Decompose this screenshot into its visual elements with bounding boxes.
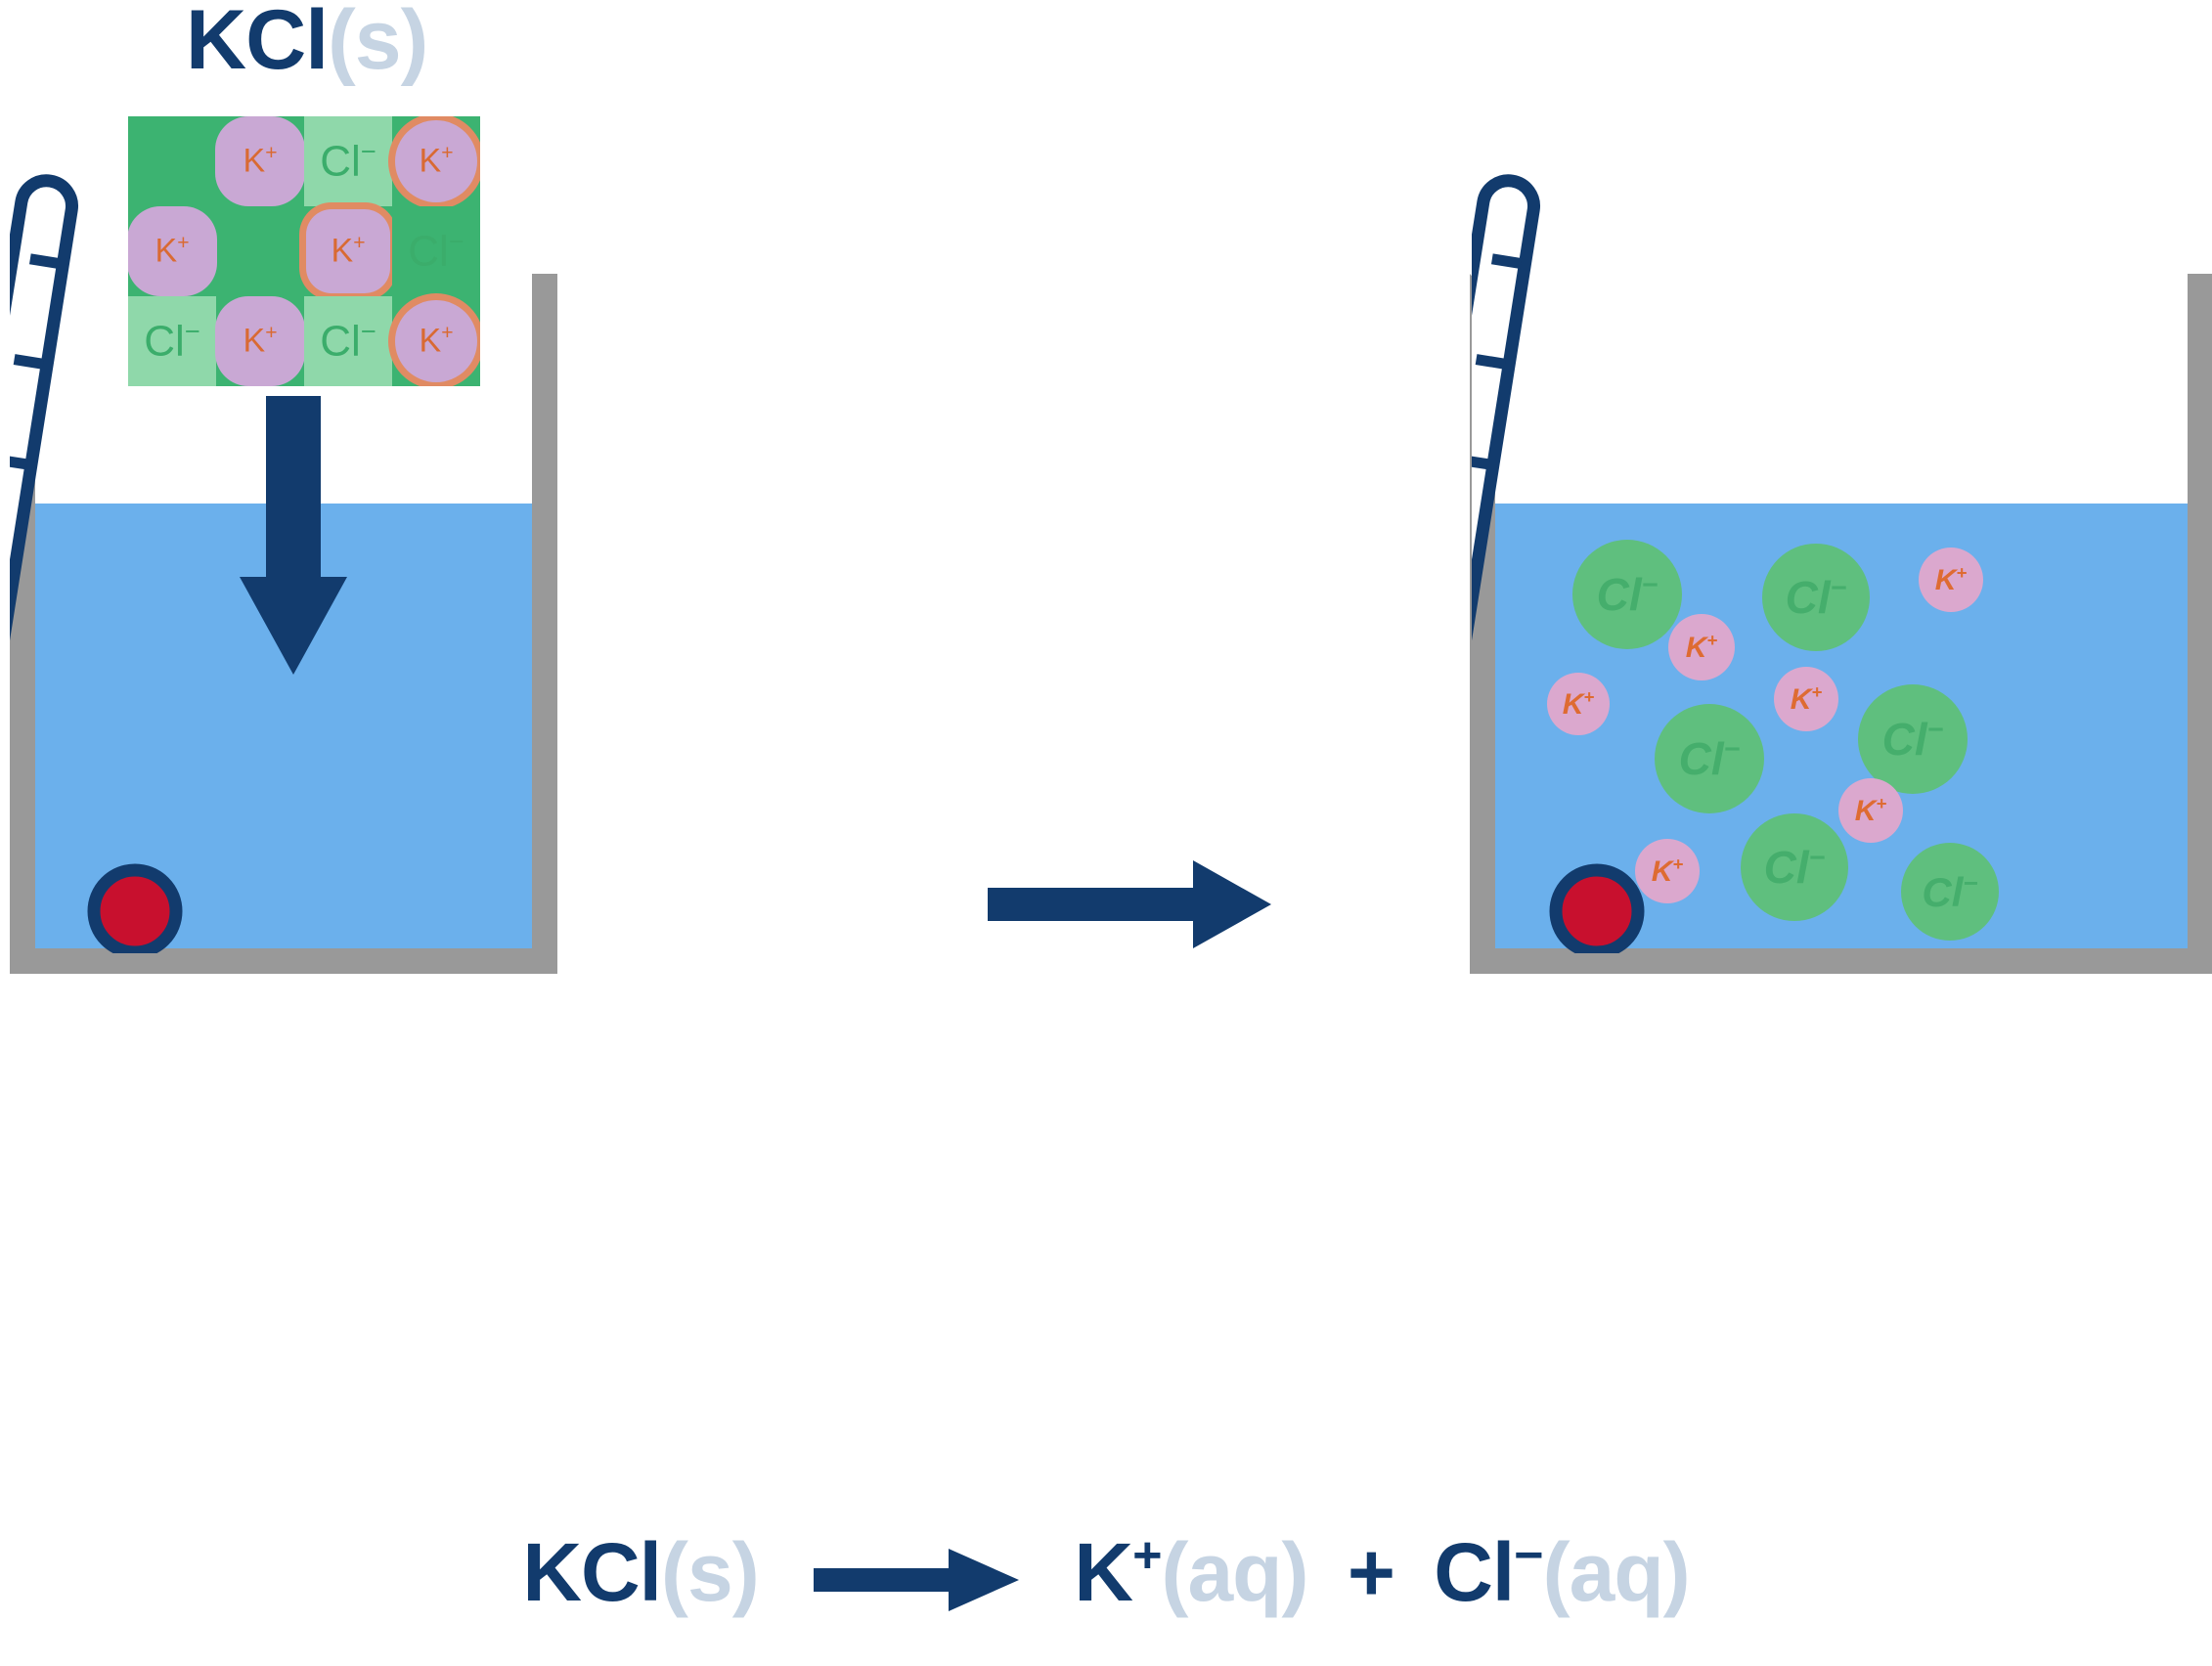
lattice-cell-k: K+ — [128, 206, 217, 296]
thermometer-left — [0, 171, 225, 959]
ion-label: Cl− — [1922, 867, 1978, 915]
solution-ion-k: K+ — [1919, 548, 1983, 612]
lattice-cell-label: K+ — [419, 322, 454, 360]
k-ion-blob — [306, 209, 390, 293]
lattice-grid: K+ Cl− K+ K+ K+ Cl− Cl− K+ Cl− — [128, 116, 480, 386]
thermometer-left-svg — [0, 174, 183, 959]
lattice-cell-label: K+ — [331, 232, 366, 270]
equation-reactant-state: (s) — [661, 1526, 760, 1618]
title-formula: KCl — [186, 0, 329, 87]
equation-arrow-svg — [814, 1548, 1020, 1611]
ion-label: K+ — [1790, 681, 1823, 716]
solution-ion-cl: Cl− — [1572, 540, 1682, 649]
lattice-cell-interstitial — [216, 206, 304, 296]
lattice-cell-cl: Cl− — [304, 296, 392, 386]
ion-label: K+ — [1934, 562, 1968, 596]
lattice-cell-k: K+ — [392, 296, 480, 386]
ion-label: K+ — [1685, 630, 1718, 664]
lattice-cell-label: K+ — [155, 232, 190, 270]
lattice-cell-label: Cl− — [320, 316, 376, 366]
lattice-cell-k: K+ — [304, 206, 392, 296]
lattice-cell-cl: Cl− — [304, 116, 392, 206]
ion-label: Cl− — [1763, 842, 1826, 893]
thermometer-right-svg — [1370, 174, 1645, 959]
equation-product-cl: Cl− — [1434, 1526, 1543, 1618]
lattice-cell-label: Cl− — [144, 316, 200, 366]
equation-product-k: K+ — [1074, 1526, 1162, 1618]
kcl-crystal-lattice: K+ Cl− K+ K+ K+ Cl− Cl− K+ Cl− — [128, 116, 480, 386]
lattice-cell-cl: Cl− — [392, 206, 480, 296]
reaction-arrow-svg — [988, 860, 1271, 948]
lattice-cell-label: K+ — [243, 142, 278, 180]
solution-ion-k: K+ — [1774, 667, 1838, 731]
left-beaker-wall-right — [532, 274, 557, 970]
page-title: KCl(s) — [186, 0, 428, 89]
lattice-cell-k: K+ — [215, 116, 305, 206]
k-ion-blob — [215, 296, 305, 386]
solution-ion-k: K+ — [1635, 839, 1700, 903]
ion-label: Cl− — [1596, 569, 1659, 620]
solution-ion-cl: Cl− — [1741, 813, 1848, 921]
solution-ion-k: K+ — [1547, 673, 1610, 735]
solution-ion-k: K+ — [1838, 778, 1903, 843]
k-ion-blob — [128, 206, 217, 296]
lattice-cell-label: K+ — [243, 322, 278, 360]
solution-ion-cl: Cl− — [1901, 843, 1999, 941]
k-ion-blob — [215, 116, 305, 206]
equation-reactant-formula: KCl — [522, 1526, 662, 1618]
lattice-cell-k: K+ — [215, 296, 305, 386]
ion-label: Cl− — [1881, 714, 1944, 765]
equation-product-cl-state: (aq) — [1542, 1526, 1691, 1618]
title-state: (s) — [328, 0, 428, 87]
lattice-cell-label: Cl− — [408, 226, 465, 276]
right-arrow-equation — [814, 1548, 1020, 1611]
equation-plus: + — [1347, 1526, 1395, 1618]
solution-ion-cl: Cl− — [1655, 704, 1764, 813]
ion-label: K+ — [1854, 793, 1887, 827]
thermometer-right — [1370, 171, 1687, 959]
chemical-equation: KCl(s) K+(aq) + Cl−(aq) — [0, 1525, 2212, 1620]
lattice-cell-label: Cl− — [320, 136, 376, 186]
lattice-cell-interstitial — [128, 116, 216, 206]
equation-product-k-state: (aq) — [1161, 1526, 1308, 1618]
lattice-cell-cl: Cl− — [128, 296, 216, 386]
down-arrow-into-beaker — [240, 396, 347, 675]
lattice-cell-k: K+ — [392, 116, 480, 206]
lattice-cell-label: K+ — [419, 142, 454, 180]
left-beaker-wall-bottom — [10, 948, 557, 974]
solution-ion-cl: Cl− — [1858, 684, 1968, 794]
ion-label: Cl− — [1678, 733, 1741, 784]
k-ion-blob — [395, 300, 477, 382]
solution-ion-cl: Cl− — [1762, 544, 1870, 651]
right-beaker-wall-right — [2188, 274, 2212, 970]
ion-label: K+ — [1562, 686, 1595, 721]
ion-label: K+ — [1651, 854, 1684, 888]
ion-label: Cl− — [1785, 572, 1847, 623]
right-arrow-between-beakers — [988, 860, 1271, 948]
k-ion-blob — [395, 120, 477, 202]
solution-ion-k: K+ — [1668, 614, 1735, 680]
down-arrow-svg — [240, 396, 347, 675]
